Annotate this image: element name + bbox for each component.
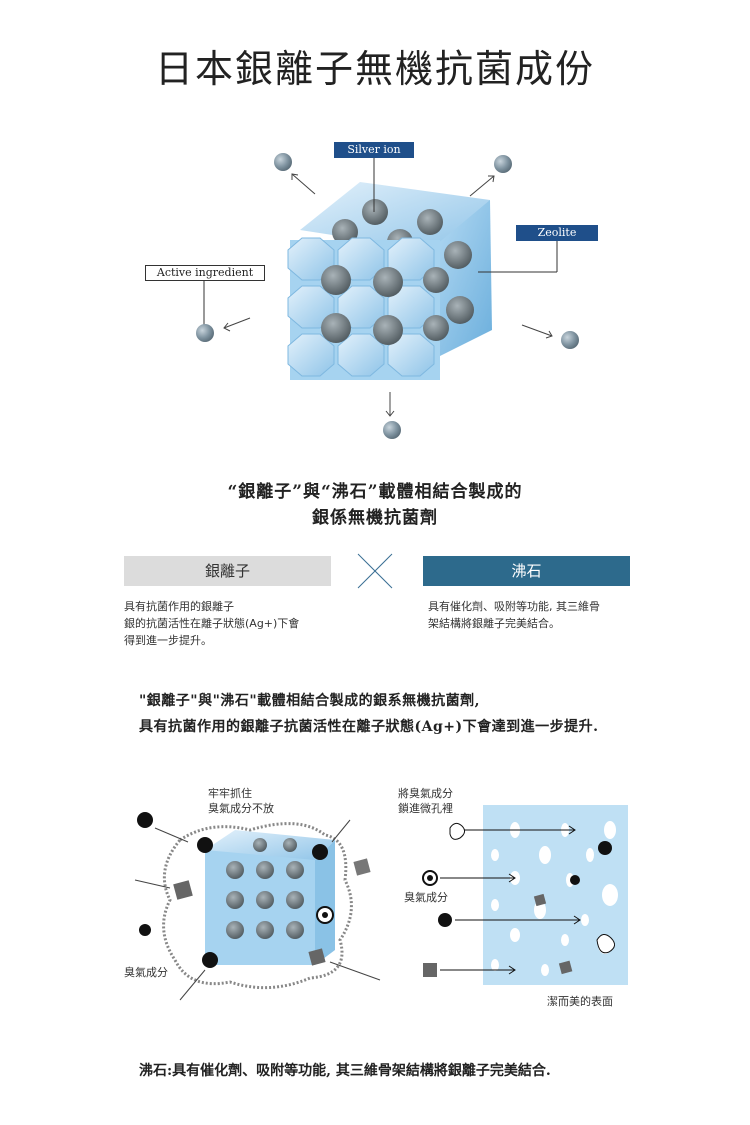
zeolite-description: 具有催化劑、吸附等功能, 其三維骨 架結構將銀離子完美結合。 — [428, 598, 638, 632]
headline-line-1: “銀離子”與“沸石”載體相結合製成的 — [227, 482, 523, 502]
summary-line-1: "銀離子"與"沸石"載體相結合製成的銀系無機抗菌劑, — [139, 693, 481, 709]
silver-ion-ball — [196, 324, 214, 342]
surface-caption: 潔而美的表面 — [547, 995, 613, 1008]
caption-line: 將臭氣成分 — [398, 787, 453, 800]
desc-line: 架結構將銀離子完美結合。 — [428, 617, 560, 630]
desc-line: 得到進一步提升。 — [124, 634, 212, 647]
zeolite-bar: 沸石 — [423, 556, 630, 586]
active-ingredient-label: Active ingredient — [145, 265, 265, 281]
caption-line: 臭氣成分不放 — [208, 802, 274, 815]
porous-surface-illustration — [422, 805, 628, 985]
zeolite-cube-diagram — [196, 153, 579, 439]
headline-line-2: 銀係無機抗菌劑 — [312, 508, 438, 528]
caption-line: 牢牢抓住 — [208, 787, 252, 800]
silver-ion-ball — [561, 331, 579, 349]
odor-caption-right: 臭氣成分 — [404, 891, 448, 904]
silver-ion-ball — [383, 421, 401, 439]
footer-note: 沸石:具有催化劑、吸附等功能, 其三維骨架結構將銀離子完美結合. — [139, 1063, 551, 1079]
cross-icon — [357, 553, 393, 589]
caption-line: 鎖進微孔裡 — [398, 802, 453, 815]
silver-ion-ball — [494, 155, 512, 173]
silver-ion-bar: 銀離子 — [124, 556, 331, 586]
zeolite-label: Zeolite — [516, 225, 598, 241]
desc-line: 具有抗菌作用的銀離子 — [124, 600, 234, 613]
desc-line: 具有催化劑、吸附等功能, 其三維骨 — [428, 600, 600, 613]
odor-caption-left: 臭氣成分 — [124, 966, 168, 979]
hold-caption: 牢牢抓住 臭氣成分不放 — [208, 786, 274, 816]
page-title: 日本銀離子無機抗菌成份 — [154, 47, 595, 91]
ion-arrows — [223, 173, 553, 417]
odor-capture-illustration — [134, 812, 381, 1001]
odor-particles — [137, 812, 328, 968]
silver-ion-label: Silver ion — [334, 142, 414, 158]
silver-ion-description: 具有抗菌作用的銀離子 銀的抗菌活性在離子狀態(Ag+)下會 得到進一步提升。 — [124, 598, 354, 649]
cube-front-face — [287, 237, 449, 380]
summary-line-2: 具有抗菌作用的銀離子抗菌活性在離子狀態(Ag+)下會達到進一步提升. — [139, 719, 599, 735]
silver-ion-ball — [274, 153, 292, 171]
lock-caption: 將臭氣成分 鎖進微孔裡 — [398, 786, 453, 816]
desc-line: 銀的抗菌活性在離子狀態(Ag+)下會 — [124, 617, 300, 630]
